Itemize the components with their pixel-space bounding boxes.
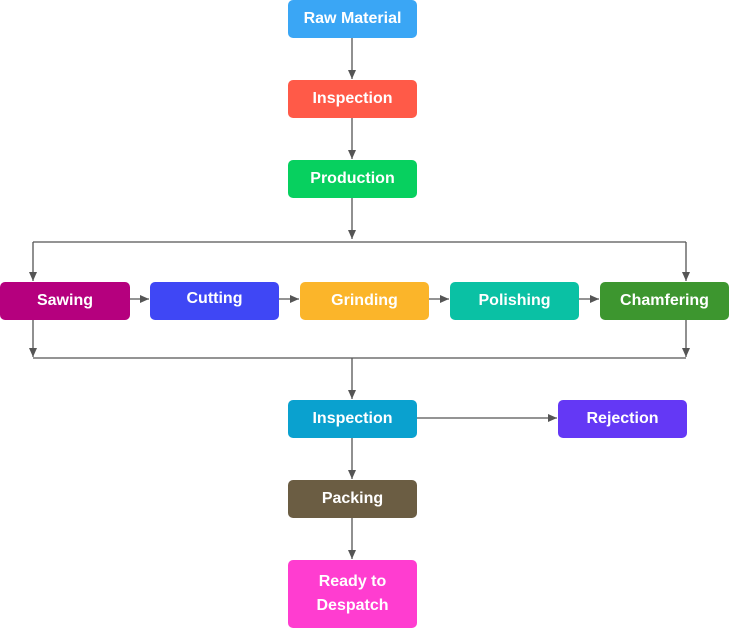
node-ready-to-despatch: Ready to Despatch [288, 560, 417, 628]
node-inspection: Inspection [288, 80, 417, 118]
node-packing: Packing [288, 480, 417, 518]
node-production: Production [288, 160, 417, 198]
node-polishing: Polishing [450, 282, 579, 320]
node-final-inspection: Inspection [288, 400, 417, 438]
node-chamfering: Chamfering [600, 282, 729, 320]
node-cutting: Cutting [150, 282, 279, 320]
node-raw-material: Raw Material [288, 0, 417, 38]
node-grinding: Grinding [300, 282, 429, 320]
node-rejection: Rejection [558, 400, 687, 438]
node-sawing: Sawing [0, 282, 130, 320]
